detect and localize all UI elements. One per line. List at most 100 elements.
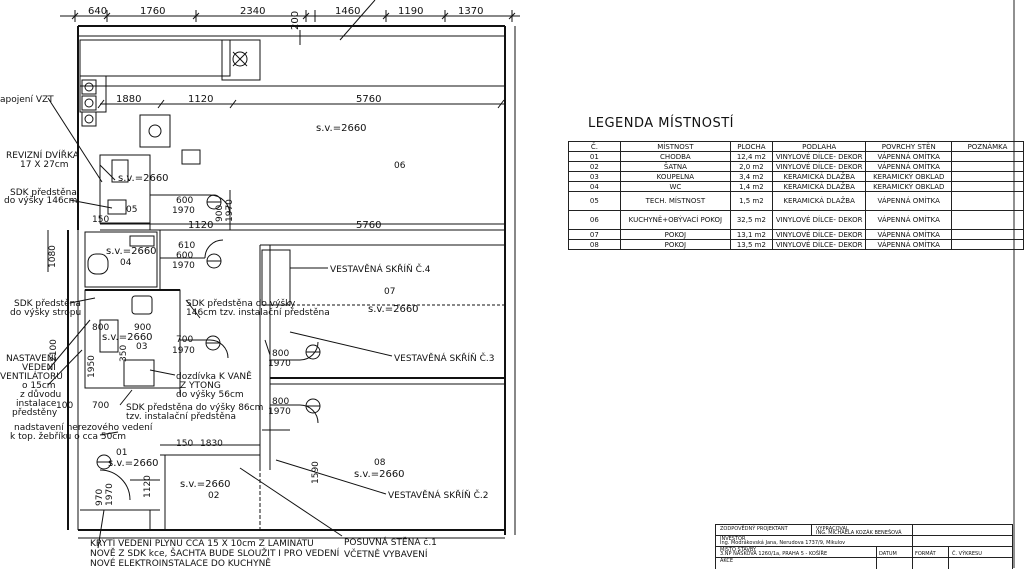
legend-cell: KERAMICKÁ DLAŽBA [771,191,867,211]
dim-inner: 5760 [356,94,381,105]
title-block-label: MÍSTO STAVBY [720,547,757,553]
legend-cell: KERAMICKÝ OBKLAD [865,171,953,182]
legend-cell: VINYLOVÉ DÍLCE- DEKOR [771,239,867,250]
legend-cell [951,239,1024,250]
note-sdk-3b: 146cm tzv. instalační předstěna [186,307,330,318]
legend-cell: ŠATNA [619,161,731,172]
room-number: 04 [120,258,132,268]
dim-inner: 1970 [172,206,195,216]
table-row: 01 CHODBA 12,4 m2 VINYLOVÉ DÍLCE- DEKOR … [568,151,1024,162]
legend-cell: VÁPENNÁ OMÍTKA [865,210,953,230]
legend-cell [951,191,1024,211]
legend-cell: 12,4 m2 [729,151,773,162]
legend-cell: 2,0 m2 [729,161,773,172]
legend-cell: 1,5 m2 [729,191,773,211]
room-legend-table: Č. MÍSTNOST PLOCHA PODLAHA POVRCHY STĚN … [568,141,1024,250]
room-number: 03 [136,342,147,352]
table-row: 05 TECH. MÍSTNOST 1,5 m2 KERAMICKÁ DLAŽB… [568,191,1024,211]
legend-cell: POKOJ [619,239,731,250]
note-sdk-1b: do výšky 146cm [4,195,77,206]
title-block-row: AKCE [716,557,1012,569]
legend-cell: 01 [568,151,621,162]
legend-cell: KUCHYNĚ+OBÝVACÍ POKOJ [619,210,731,230]
title-block: ZODPOVĚDNÝ PROJEKTANT VYPRACOVAL ING. MI… [715,524,1013,569]
note-sdk-4b: tzv. instalační předstěna [126,411,236,422]
legend-header: POZNÁMKA [951,141,1024,152]
legend-cell: KOUPELNA [619,171,731,182]
legend-cell: KERAMICKÝ OBKLAD [865,181,953,192]
dim-inner: 1950 [87,355,97,378]
dim-inner: 800 [92,323,109,333]
dim-inner: 150 [92,215,109,225]
note-sdk-3: SDK předstěna do výšky [186,298,296,309]
legend-cell: CHODBA [619,151,731,162]
dim-top-5: 1460 [335,6,360,17]
note-skrin-2: VESTAVĚNÁ SKŘÍŇ Č.2 [388,489,489,501]
legend-cell: VÁPENNÁ OMÍTKA [865,151,953,162]
note-kryti: NOVÉ ELEKTROINSTALACE DO KUCHYNĚ [90,557,271,568]
dim-inner: 970 [95,489,105,506]
room-height: s.v.=2660 [106,246,157,257]
dim-inner: 1590 [311,461,321,484]
dim-inner: 900 [215,205,225,222]
note-kryti: NOVĚ Z SDK kce, ŠACHTA BUDE SLOUŽIT I PR… [90,547,340,559]
dim-inner: 700 [176,335,193,345]
title-block-row: INVESTOR Ing. Modrákovská Jana, Nerudova… [716,535,1012,547]
dim-top-4: 200 [290,11,301,30]
table-row: 02 ŠATNA 2,0 m2 VINYLOVÉ DÍLCE- DEKOR VÁ… [568,161,1024,172]
legend-cell: 08 [568,239,621,250]
table-row: 07 POKOJ 13,1 m2 VINYLOVÉ DÍLCE- DEKOR V… [568,229,1024,240]
room-number: 02 [208,491,219,501]
legend-cell: 06 [568,210,621,230]
legend-cell [951,161,1024,172]
dim-top-7: 1370 [458,6,483,17]
room-height: s.v.=2660 [118,173,169,184]
room-number: 05 [126,205,137,215]
dim-inner: 1120 [188,94,213,105]
title-block-value: Ing. Modrákovská Jana, Nerudova 1737/9, … [720,540,846,546]
dim-inner: 5760 [356,220,381,231]
dim-inner: 1970 [225,199,235,222]
note-sdk-1: SDK předstěna [10,188,77,198]
room-number: 07 [384,287,395,297]
table-row: 06 KUCHYNĚ+OBÝVACÍ POKOJ 32,5 m2 VINYLOV… [568,210,1024,230]
dim-inner: 1120 [143,475,153,498]
legend-cell: POKOJ [619,229,731,240]
note-nadstaveni: nadstavení nerezového vedení [14,422,153,433]
legend-cell [951,151,1024,162]
dim-inner: 1970 [172,261,195,271]
legend-cell: 03 [568,171,621,182]
dim-inner: 700 [92,401,109,411]
dim-inner: 150 [176,439,193,449]
note-posuvna: VČETNĚ VYBAVENÍ [344,548,428,560]
note-kryti: KRYTÍ VEDENÍ PLYNU CCA 15 X 10cm Z LAMIN… [90,537,314,549]
legend-cell [951,181,1024,192]
legend-header-row: Č. MÍSTNOST PLOCHA PODLAHA POVRCHY STĚN … [568,141,1024,152]
legend-header: Č. [568,141,621,152]
dim-inner: 350 [119,345,129,362]
room-height: s.v.=2660 [316,123,367,134]
title-block-label: Č. VÝKRESU [952,551,982,557]
note-dozdivka: do výšky 56cm [176,389,244,400]
legend-cell: 13,5 m2 [729,239,773,250]
note-nastaveni: VENTILÁTORU [0,370,63,382]
room-height: s.v.=2660 [180,479,231,490]
dim-inner: 1830 [200,439,223,449]
note-sdk-2b: do výšky stropu [10,307,81,318]
dim-inner: 2100 [49,339,59,362]
note-skrin-4: VESTAVĚNÁ SKŘÍŇ Č.4 [330,263,431,275]
note-revizni-size: 17 X 27cm [20,160,69,170]
legend-cell: VÁPENNÁ OMÍTKA [865,229,953,240]
title-block-row: ZODPOVĚDNÝ PROJEKTANT VYPRACOVAL ING. MI… [716,525,1012,536]
legend-cell: 04 [568,181,621,192]
note-sdk-2: SDK předstěna [14,299,81,309]
title-block-label: VYPRACOVAL [816,526,849,532]
title-block-label: AKCE [720,558,734,564]
legend-cell: VINYLOVÉ DÍLCE- DEKOR [771,151,867,162]
note-nastaveni: NASTAVENÍ [6,352,57,364]
title-block-label: INVESTOR [720,536,746,542]
legend-title: LEGENDA MÍSTNOSTÍ [588,116,735,131]
dim-inner: 600 [176,196,193,206]
legend-cell: VINYLOVÉ DÍLCE- DEKOR [771,210,867,230]
room-height: s.v.=2660 [102,332,153,343]
